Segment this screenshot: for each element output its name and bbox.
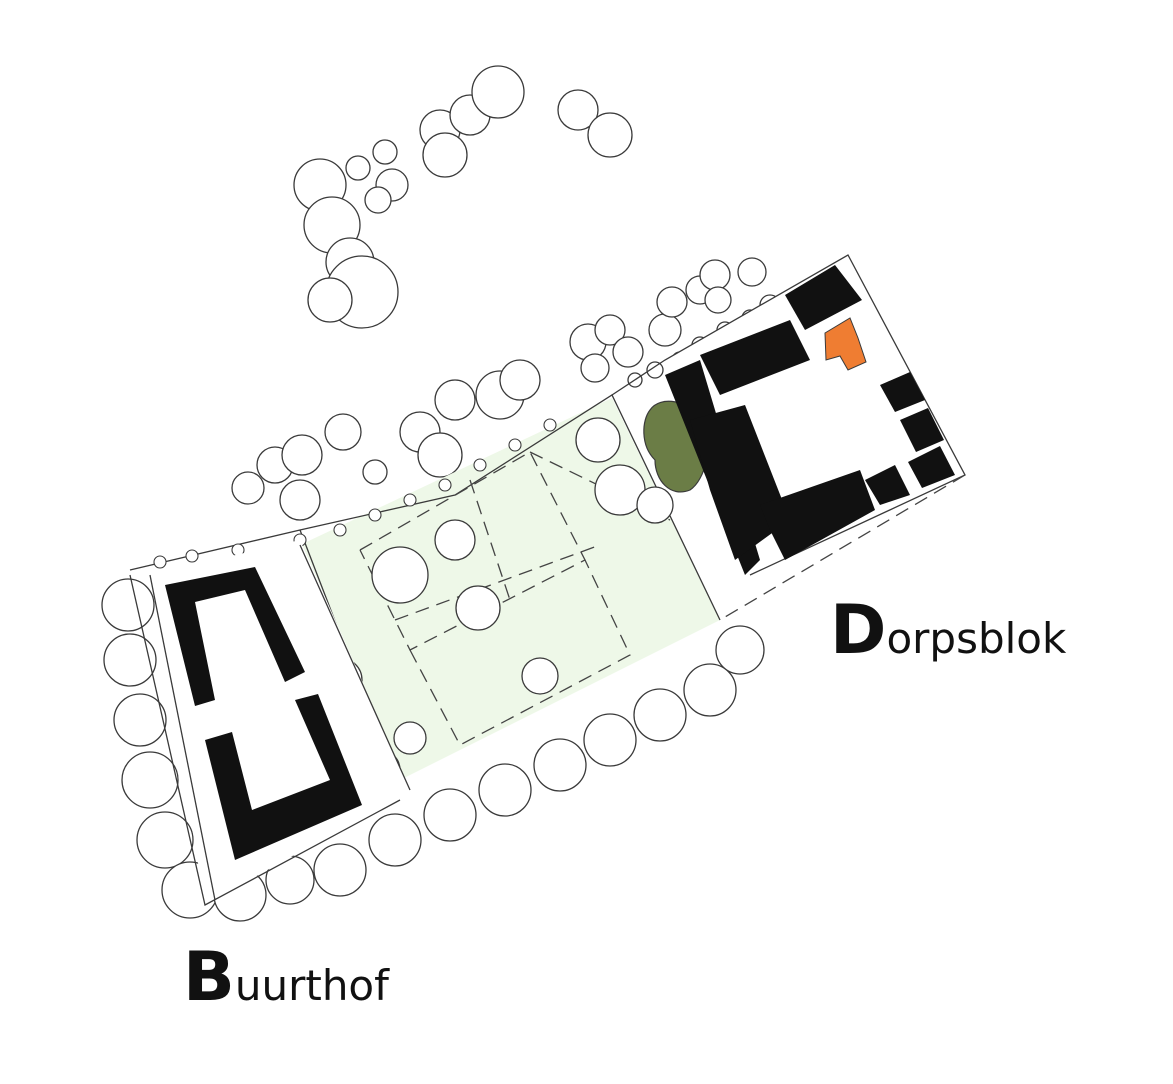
highlighted-building [824,317,867,371]
tree-cluster-north [293,65,633,329]
label-buurthof-rest: uurthof [234,961,389,1010]
buurthof-building-south [205,694,362,860]
label-dorpsblok-rest: orpsblok [886,614,1067,663]
label-dorpsblok-initial: D [830,591,887,670]
buurthof-building-north [165,567,305,706]
buurthof-buildings [165,567,362,860]
dorpsblok-buildings [665,265,955,575]
label-buurthof-initial: B [183,938,235,1017]
label-buurthof: Buurthof [183,944,389,1012]
tree-row-north [231,257,781,521]
label-dorpsblok: Dorpsblok [830,597,1066,665]
